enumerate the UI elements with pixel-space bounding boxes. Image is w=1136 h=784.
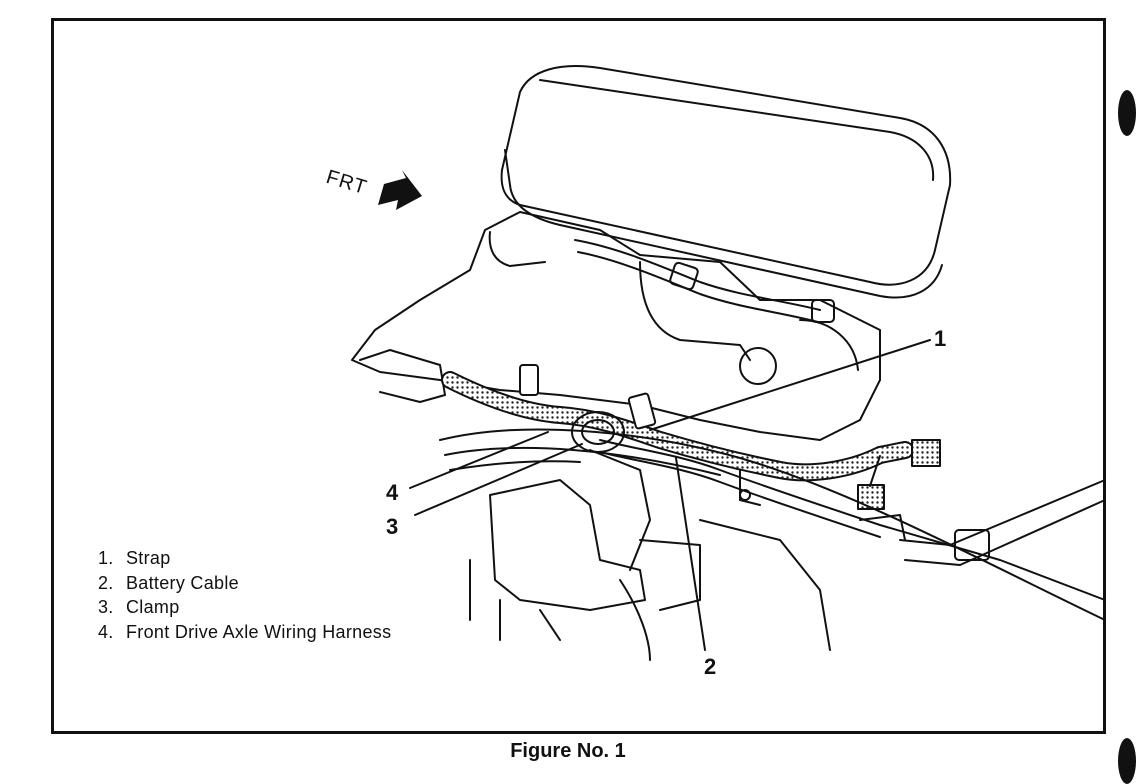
- legend-number: 1.: [98, 548, 114, 568]
- battery-cable: [599, 439, 1106, 601]
- binder-hole: [1118, 738, 1136, 784]
- vacuum-hose: [574, 239, 821, 311]
- engine-mount-bracket: [489, 479, 646, 611]
- parts-legend: 1. Strap 2. Battery Cable 3. Clamp 4. Front …: [98, 546, 391, 644]
- harness-connector-right: [911, 439, 941, 467]
- legend-number: 2.: [98, 572, 114, 593]
- legend-label: Strap: [126, 548, 171, 568]
- figure-caption: Figure No. 1: [510, 740, 626, 762]
- callout-3: 3: [386, 514, 399, 539]
- legend-number: 4.: [98, 621, 114, 642]
- leader-line-1: [649, 339, 931, 431]
- legend-item: 4. Front Drive Axle Wiring Harness: [98, 620, 391, 645]
- legend-number: 3.: [98, 597, 114, 617]
- legend-item: 3. Clamp: [98, 595, 391, 620]
- legend-label: Battery Cable: [126, 572, 239, 593]
- strap: [519, 364, 539, 396]
- callout-2: 2: [704, 654, 717, 679]
- callout-1: 1: [934, 326, 947, 351]
- legend-item: 2. Battery Cable: [98, 571, 391, 596]
- leader-line-2: [675, 457, 706, 651]
- air-cleaner-cover: [500, 65, 952, 286]
- callout-4: 4: [386, 480, 399, 505]
- legend-item: 1. Strap: [98, 546, 391, 571]
- front-axle-wiring-harness: [441, 371, 914, 482]
- legend-label: Front Drive Axle Wiring Harness: [126, 621, 392, 642]
- intake-manifold: [351, 211, 881, 441]
- leader-line-3: [414, 443, 583, 516]
- figure-frame: [51, 18, 1106, 734]
- leader-line-4: [409, 431, 549, 489]
- steering-shaft: [899, 479, 1106, 546]
- front-arrow-icon: [378, 170, 422, 210]
- air-cleaner-rim: [504, 149, 943, 299]
- legend-label: Clamp: [126, 597, 180, 617]
- binder-hole: [1118, 90, 1136, 136]
